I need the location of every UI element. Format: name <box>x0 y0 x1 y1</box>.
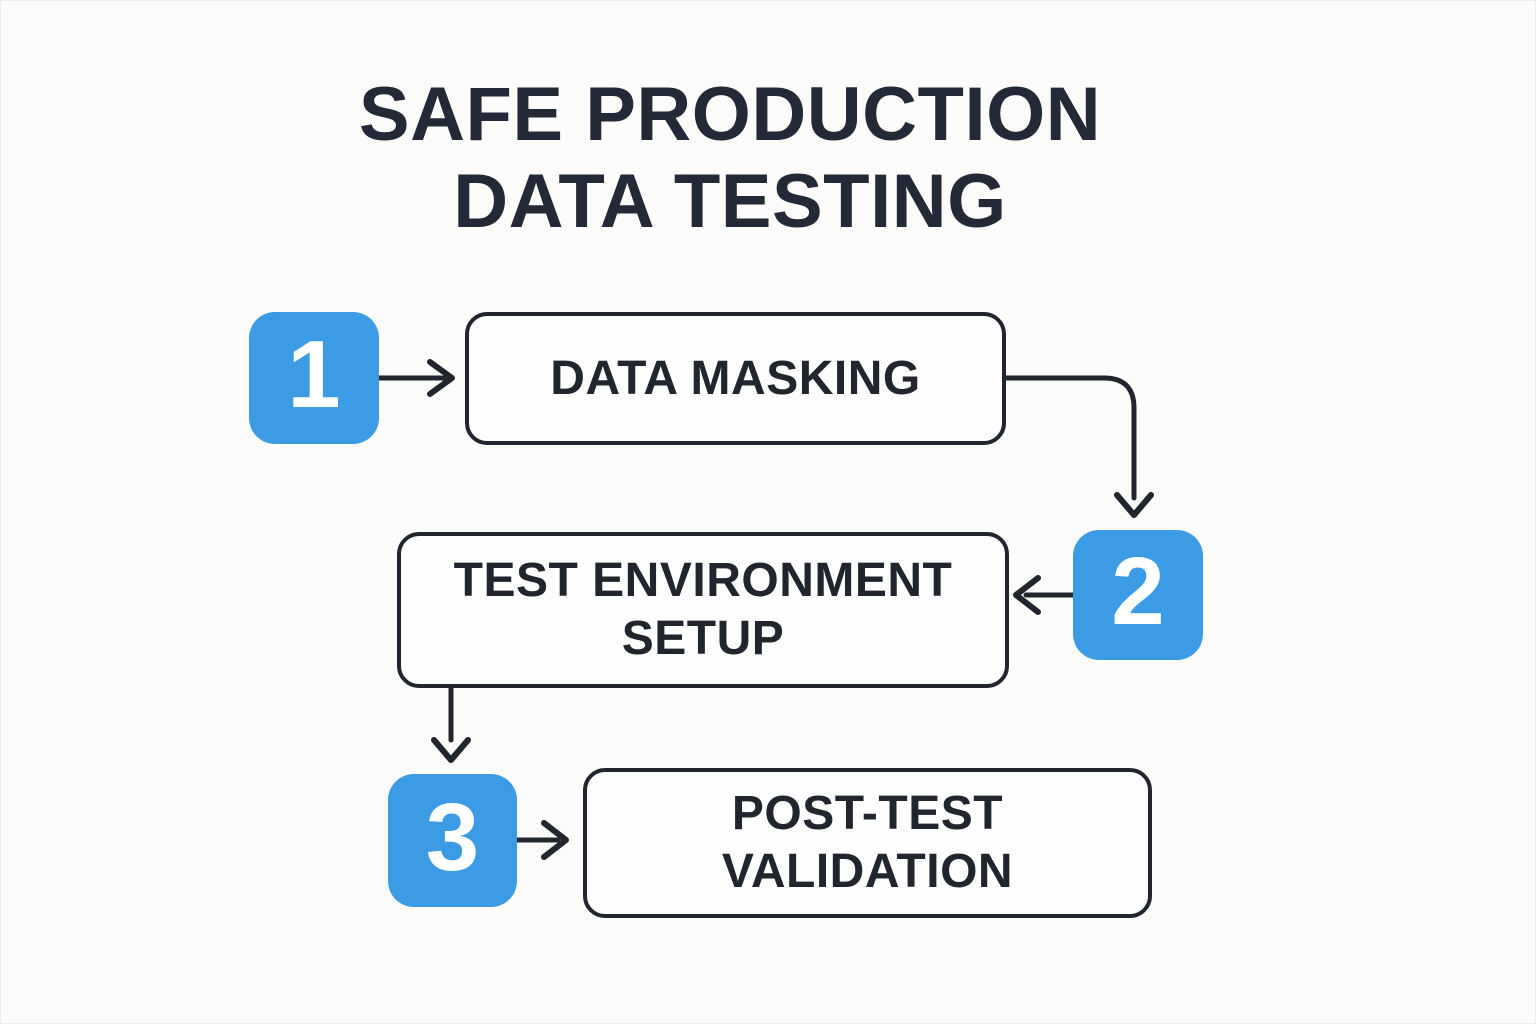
step-3-label: POST-TEST VALIDATION <box>721 787 1014 898</box>
step-3-number-badge: 3 <box>388 774 517 907</box>
step-2-box-test-environment-setup: TEST ENVIRONMENT SETUP <box>397 532 1009 688</box>
step-3-box-post-test-validation: POST-TEST VALIDATION <box>583 768 1152 918</box>
step1-right-arrowhead-icon <box>427 359 455 397</box>
step-2-number: 2 <box>1111 538 1165 645</box>
step-1-label: DATA MASKING <box>550 351 921 405</box>
step2-to-step3-down-arrowhead-icon <box>431 737 471 763</box>
step2-left-arrowhead-icon <box>1013 575 1041 615</box>
title-line-2: DATA TESTING <box>453 158 1007 244</box>
page-title: SAFE PRODUCTION DATA TESTING <box>0 72 1460 245</box>
step-1-number-badge: 1 <box>249 312 379 444</box>
step-2-number-badge: 2 <box>1073 530 1203 660</box>
title-line-1: SAFE PRODUCTION <box>358 72 1102 157</box>
step-1-box-data-masking: DATA MASKING <box>465 312 1006 445</box>
step3-right-arrowhead-icon <box>541 820 569 860</box>
step-2-label: TEST ENVIRONMENT SETUP <box>453 554 953 665</box>
step1-to-step2-down-arrowhead-icon <box>1114 492 1154 518</box>
step1-to-step2-elbow-line <box>1003 375 1137 501</box>
step-3-number: 3 <box>425 783 480 891</box>
step-1-number: 1 <box>287 321 341 428</box>
